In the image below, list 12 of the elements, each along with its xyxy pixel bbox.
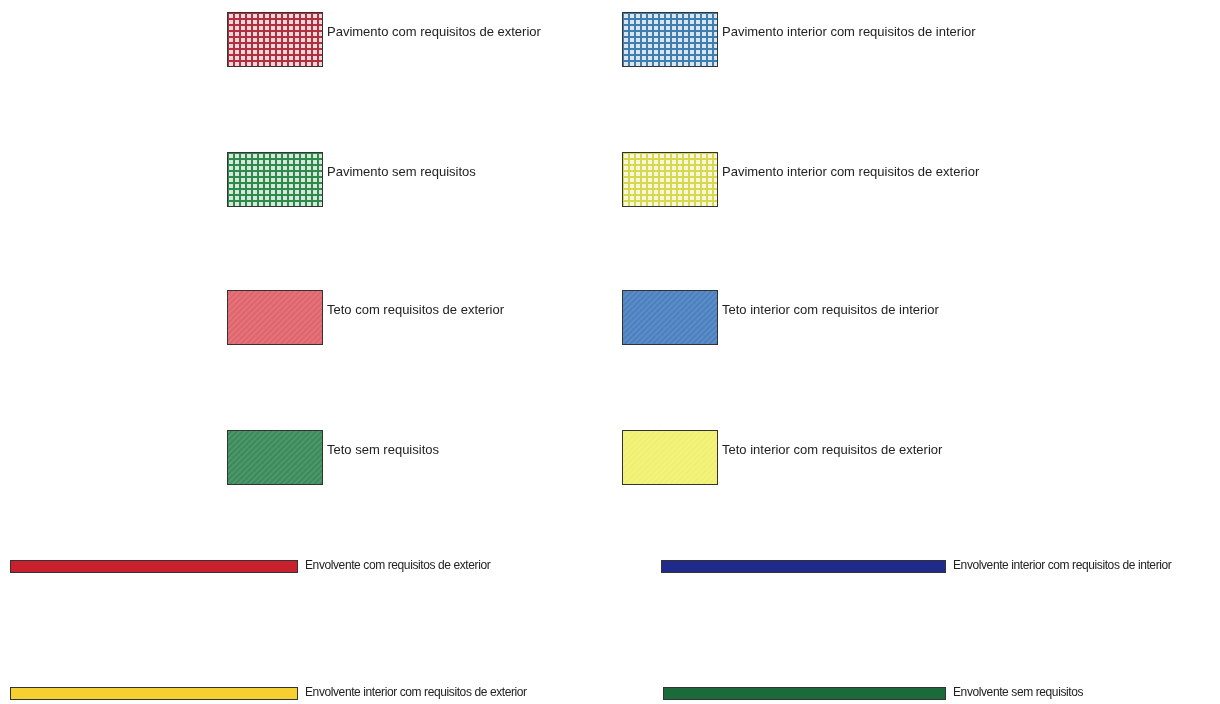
legend-text: Teto interior com requisitos de interior — [722, 302, 940, 318]
legend-text: Envolvente interior com requisitos de exterior — [305, 685, 527, 699]
legend-text: Pavimento com requisitos de exterior — [327, 24, 542, 40]
legend-text: Envolvente com requisitos de exterior — [305, 558, 491, 572]
legend-text: Envolvente interior com requisitos de interior — [953, 558, 1172, 572]
legend-text: Pavimento sem requisitos — [327, 164, 477, 180]
legend-text: Pavimento interior com requisitos de interior — [722, 24, 977, 40]
legend-text: Teto sem requisitos — [327, 442, 440, 458]
legend-text: Teto com requisitos de exterior — [327, 302, 506, 318]
legend-text: Pavimento interior com requisitos de exterior — [722, 164, 981, 180]
legend-text: Teto interior com requisitos de exterior — [722, 442, 944, 458]
legend-text: Envolvente sem requisitos — [953, 685, 1084, 699]
